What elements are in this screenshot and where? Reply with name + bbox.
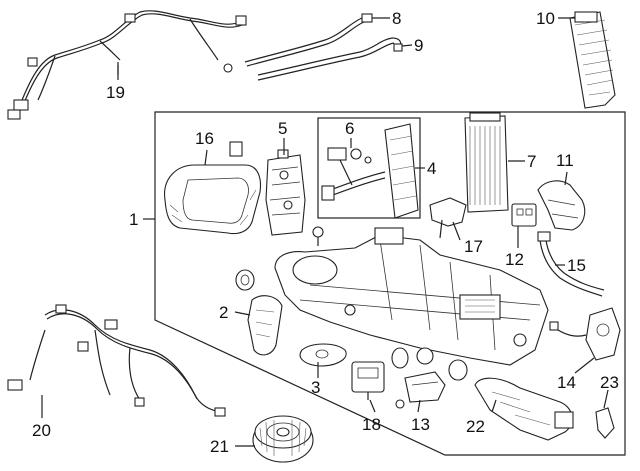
callout-21: 21 — [210, 437, 229, 456]
callout-20: 20 — [32, 421, 51, 440]
part-18 — [351, 361, 385, 400]
part-10 — [569, 11, 616, 109]
part-21-blower-motor — [252, 415, 314, 463]
assembly-frame — [154, 111, 626, 456]
part-23 — [595, 407, 615, 439]
part-1-hvac-housing — [274, 227, 549, 366]
callout-11: 11 — [556, 151, 574, 170]
part-17 — [429, 197, 467, 239]
part-16-clip — [229, 141, 243, 157]
screw-small — [312, 226, 324, 246]
wiring-harness-lower — [7, 304, 226, 417]
part-6 — [327, 147, 372, 186]
part-3 — [299, 343, 347, 367]
callout-1: 1 — [129, 210, 138, 229]
part-7 — [464, 112, 509, 213]
grommets-row — [391, 347, 468, 409]
callout-15: 15 — [567, 256, 586, 275]
callout-9: 9 — [414, 36, 423, 55]
callout-10: 10 — [536, 9, 555, 28]
part-14 — [549, 307, 621, 361]
callout-17: 17 — [464, 237, 483, 256]
hose-part-9 — [257, 37, 403, 81]
wiring-harness-upper — [7, 10, 247, 120]
callout-8: 8 — [392, 9, 401, 28]
part-4 — [321, 123, 419, 219]
part-12 — [511, 203, 537, 227]
callout-12: 12 — [505, 250, 524, 269]
callout-5: 5 — [278, 119, 287, 138]
callout-14: 14 — [557, 373, 576, 392]
part-13 — [404, 371, 446, 403]
callout-19: 19 — [106, 83, 125, 102]
callout-4: 4 — [427, 159, 436, 178]
part-22 — [474, 377, 574, 441]
callout-3: 3 — [311, 378, 320, 397]
callout-13: 13 — [411, 415, 430, 434]
part-11 — [537, 180, 586, 231]
callout-7: 7 — [527, 152, 536, 171]
part-5 — [265, 149, 306, 236]
callout-16: 16 — [195, 129, 214, 148]
grommet-small — [235, 269, 255, 291]
callout-2: 2 — [219, 303, 228, 322]
callout-18: 18 — [362, 415, 381, 434]
part-16 — [164, 164, 262, 235]
part-15 — [537, 231, 605, 297]
callout-22: 22 — [466, 417, 485, 436]
callout-23: 23 — [600, 373, 619, 392]
leader-lines — [41, 17, 609, 447]
callout-6: 6 — [345, 119, 354, 138]
part-2 — [247, 295, 283, 356]
